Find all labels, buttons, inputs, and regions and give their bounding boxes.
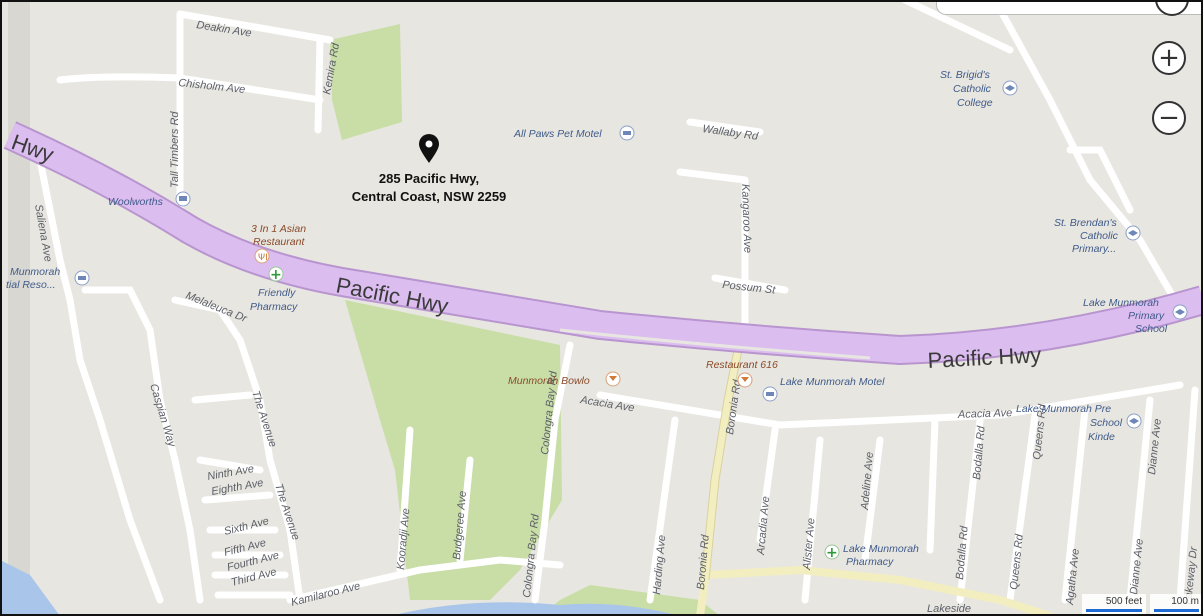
scale-feet-label: 500 feet <box>1105 596 1142 607</box>
poi-asian-l2: Restaurant <box>253 236 305 248</box>
plus-cross-glyph: + <box>270 267 282 283</box>
pin-label-line2: Central Coast, NSW 2259 <box>352 189 507 204</box>
arterial-roads <box>696 336 1054 616</box>
pin-hole <box>425 140 433 148</box>
poi-preschool-l2: School <box>1090 417 1123 429</box>
poi-brendan-l3: Primary... <box>1072 243 1116 255</box>
park-north <box>330 24 402 140</box>
scale-meters-bar <box>1154 609 1199 612</box>
poi-brigid-l1: St. Brigid's <box>940 69 991 81</box>
poi-lake-munmorah-motel[interactable]: Lake Munmorah Motel <box>762 376 885 402</box>
street-label-bodalla-2: Bodalla Rd <box>954 525 971 581</box>
street-label-boronia-2: Boronia Rd <box>695 534 712 591</box>
poi-lmps-l1: Lake Munmorah <box>1083 297 1159 309</box>
highway-label-right: Pacific Hwy <box>927 342 1042 373</box>
poi-all-paws[interactable]: All Paws Pet Motel <box>513 125 635 141</box>
street-label-adeline: Adeline Ave <box>859 451 876 511</box>
street-label-queens-2: Queens Rd <box>1008 533 1026 590</box>
street-label-acacia-2: Acacia Ave <box>957 407 1013 421</box>
poi-motel-label: Lake Munmorah Motel <box>780 376 885 388</box>
scale-feet-bar <box>1086 609 1142 612</box>
location-pin[interactable] <box>419 134 439 163</box>
poi-munmorah-l2: tial Reso... <box>6 279 56 291</box>
poi-restaurant-616[interactable]: Restaurant 616 <box>706 359 778 388</box>
poi-rest616-label: Restaurant 616 <box>706 359 778 371</box>
highway-pacific[interactable] <box>4 123 1203 364</box>
poi-lmps-l3: School <box>1135 323 1168 335</box>
fork-knife-glyph: ΨΙ <box>258 253 268 263</box>
street-label-queens-1: Queens Rd <box>1031 403 1049 460</box>
street-label-possum: Possum St <box>722 279 777 297</box>
street-label-harding: Harding Ave <box>651 535 668 596</box>
poi-st-brendans[interactable]: St. Brendan's Catholic Primary... <box>1054 217 1141 255</box>
poi-friendly-l1: Friendly <box>258 287 296 299</box>
park-south <box>345 300 562 600</box>
poi-munmorah-residential[interactable]: Munmorah tial Reso... <box>6 266 90 291</box>
map-edge-strip <box>8 0 30 616</box>
scale-meters-label: 100 m <box>1171 596 1199 607</box>
pharmacy-icon <box>268 266 284 282</box>
bed-glyph <box>766 392 774 396</box>
poi-lmps-l2: Primary <box>1128 310 1165 322</box>
poi-brendan-l1: St. Brendan's <box>1054 217 1117 229</box>
zoom-in-button[interactable]: + <box>1152 41 1186 75</box>
mortarboard-glyph <box>1005 85 1015 91</box>
cart-glyph <box>179 196 187 201</box>
pharmacy-icon <box>824 544 840 560</box>
street-label-tall-timbers: Tall Timbers Rd <box>169 111 181 188</box>
poi-st-brigids[interactable]: St. Brigid's Catholic College <box>940 69 1018 109</box>
poi-lake-munmorah-primary[interactable]: Lake Munmorah Primary School <box>1083 297 1188 335</box>
poi-lake-munmorah-preschool[interactable]: Lake Munmorah Pre School Kinde <box>1016 403 1142 443</box>
street-label-arcadia: Arcadia Ave <box>755 496 772 557</box>
glass-glyph <box>741 377 749 382</box>
poi-bowlo-label: Munmorah Bowlo <box>508 375 590 387</box>
bed-glyph <box>78 276 86 280</box>
poi-lake-munmorah-pharmacy[interactable]: + Lake Munmorah Pharmacy <box>824 543 919 568</box>
glass-glyph <box>609 376 617 381</box>
street-label-alister: Alister Ave <box>801 517 818 571</box>
zoom-out-button[interactable]: − <box>1152 101 1186 135</box>
street-label-kooradji: Kooradji Ave <box>395 508 412 571</box>
poi-lmpharm-l2: Pharmacy <box>846 556 894 568</box>
restaurant-icon <box>254 248 270 264</box>
scale-bar-feet: 500 feet <box>1082 594 1146 616</box>
water-lake-south <box>390 602 680 616</box>
overlay-panel-corner <box>936 0 1203 15</box>
poi-munmorah-l1: Munmorah <box>10 266 60 278</box>
poi-brigid-l3: College <box>957 97 993 109</box>
street-label-dianne-1: Dianne Ave <box>1146 418 1164 475</box>
poi-preschool-l3: Kinde <box>1088 431 1115 443</box>
water-lake-west <box>0 560 60 616</box>
pin-label-line1: 285 Pacific Hwy, <box>379 171 479 186</box>
street-label-kangaroo: Kangaroo Ave <box>739 184 753 254</box>
poi-lmpharm-l1: Lake Munmorah <box>843 543 919 555</box>
highway-median <box>559 328 871 360</box>
mortarboard-glyph <box>1128 230 1138 236</box>
poi-asian-restaurant[interactable]: 3 In 1 Asian Restaurant ΨΙ <box>251 223 306 264</box>
poi-woolworths[interactable]: Woolworths <box>108 191 191 208</box>
street-label-agatha: Agatha Ave <box>1064 548 1082 606</box>
bed-glyph <box>623 131 631 135</box>
mortarboard-glyph <box>1175 309 1185 315</box>
poi-friendly-pharmacy[interactable]: + Friendly Pharmacy <box>250 266 298 313</box>
arterial-edges <box>700 339 745 581</box>
plus-cross-glyph: + <box>826 545 838 561</box>
mortarboard-glyph <box>1129 418 1139 424</box>
poi-brigid-l2: Catholic <box>953 83 992 95</box>
poi-preschool-l1: Lake Munmorah Pre <box>1016 403 1111 415</box>
poi-asian-l1: 3 In 1 Asian <box>251 223 306 235</box>
scale-bar-meters: 100 m <box>1150 594 1203 616</box>
poi-woolworths-label: Woolworths <box>108 196 164 208</box>
street-network <box>36 0 1199 604</box>
poi-brendan-l2: Catholic <box>1080 230 1119 242</box>
street-label-dianne-2: Dianne Ave <box>1128 538 1146 595</box>
poi-allpaws-label: All Paws Pet Motel <box>513 128 602 140</box>
poi-friendly-l2: Pharmacy <box>250 301 298 313</box>
map-pin-icon <box>419 134 439 163</box>
street-label-lakeside: Lakeside <box>927 603 971 615</box>
street-label-bodalla-1: Bodalla Rd <box>971 425 988 481</box>
poi-munmorah-bowlo[interactable]: Munmorah Bowlo <box>508 371 621 387</box>
